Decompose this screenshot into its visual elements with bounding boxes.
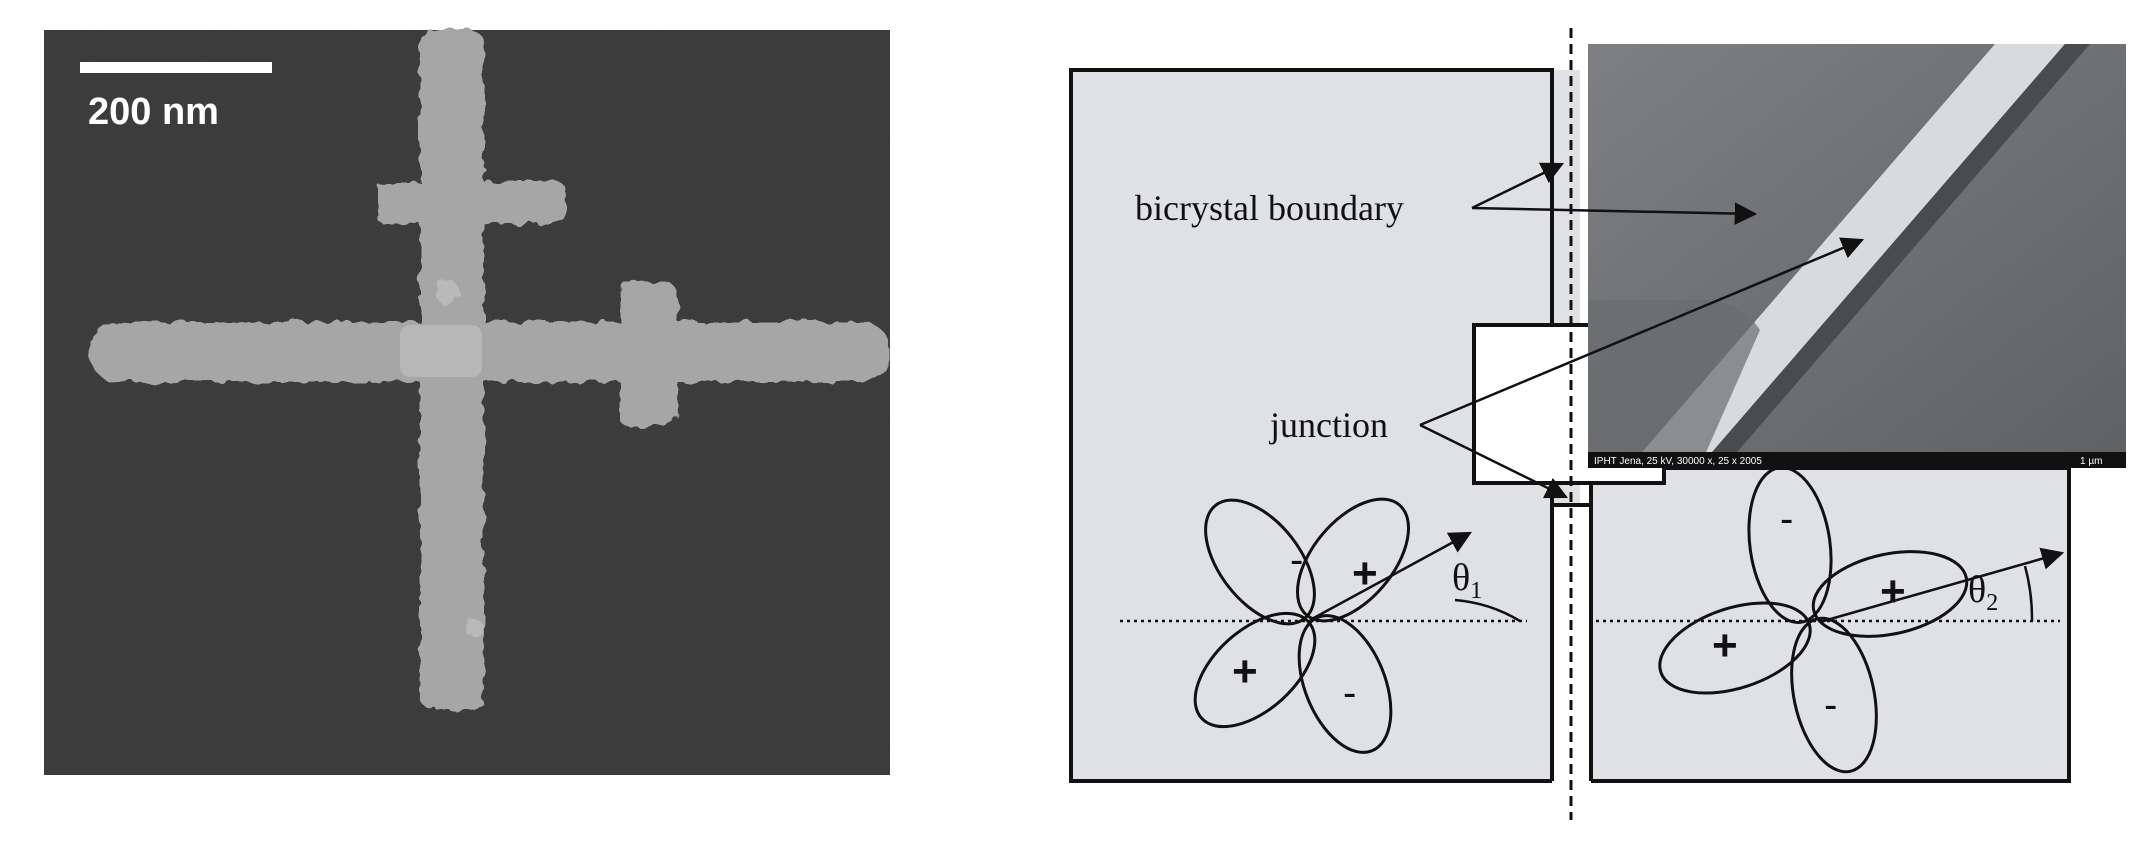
angle-arrow-left (1309, 531, 1472, 622)
bridge-outline (1550, 503, 1593, 781)
lobe-sign-left-ll: + (1232, 647, 1258, 696)
lobe-sign-left-ul: - (1290, 538, 1303, 582)
lobe (1297, 614, 1393, 754)
inset-footer (1588, 452, 2126, 468)
scale-bar-label: 200 nm (88, 91, 219, 133)
junction-arrow-1 (1419, 237, 1865, 427)
lobe (1747, 466, 1833, 624)
lobe-sign-right-top: - (1780, 497, 1793, 541)
boundary-arrow-2 (1471, 202, 1758, 225)
angle-left: θ1 (1452, 557, 1482, 604)
inset-footer-left: IPHT Jena, 25 kV, 30000 x, 25 x 2005 (1594, 456, 1762, 467)
label-junction: junction (1268, 405, 1388, 445)
junction-schematic: IPHT Jena, 25 kV, 30000 x, 25 x 2005 1 µ… (1069, 28, 2126, 820)
boundary-arrow-1 (1471, 162, 1565, 210)
inset-footer-right: 1 µm (2080, 456, 2102, 467)
horizontal-wire (90, 322, 890, 382)
lobe-sign-right-bottom: - (1824, 683, 1837, 727)
particle (465, 619, 483, 637)
lobe (1790, 616, 1878, 774)
wire-highlight (400, 325, 482, 377)
inset-terrace (1588, 300, 1760, 466)
lobe-sign-left-lr: - (1343, 671, 1356, 715)
angle-right: θ2 (1968, 569, 1998, 616)
lobe-sign-right-right: + (1880, 567, 1906, 616)
angle-arrow-right (1819, 547, 2065, 624)
junction-arrow-2 (1419, 423, 1569, 499)
top-tab (378, 182, 564, 224)
lobe (1295, 497, 1411, 623)
wire-bump-lower (620, 380, 668, 426)
inset-stripe-edge (1700, 44, 2090, 466)
label-bicrystal-boundary: bicrystal boundary (1135, 188, 1404, 228)
substrate-right (1589, 466, 2071, 783)
lobe (1193, 611, 1317, 729)
scale-bar (80, 62, 272, 73)
lobe (1811, 550, 1969, 638)
substrate-left (1069, 68, 1554, 783)
sem-inset: IPHT Jena, 25 kV, 30000 x, 25 x 2005 1 µ… (1588, 44, 2126, 468)
particle (436, 281, 460, 305)
d-wave-right (1658, 466, 1969, 774)
sem-micrograph: 200 nm (44, 30, 890, 775)
angle-arc-left (1454, 598, 1521, 623)
lobe-sign-right-left: + (1712, 621, 1738, 670)
d-wave-left (1193, 497, 1411, 754)
angle-arc-right (2023, 565, 2034, 622)
